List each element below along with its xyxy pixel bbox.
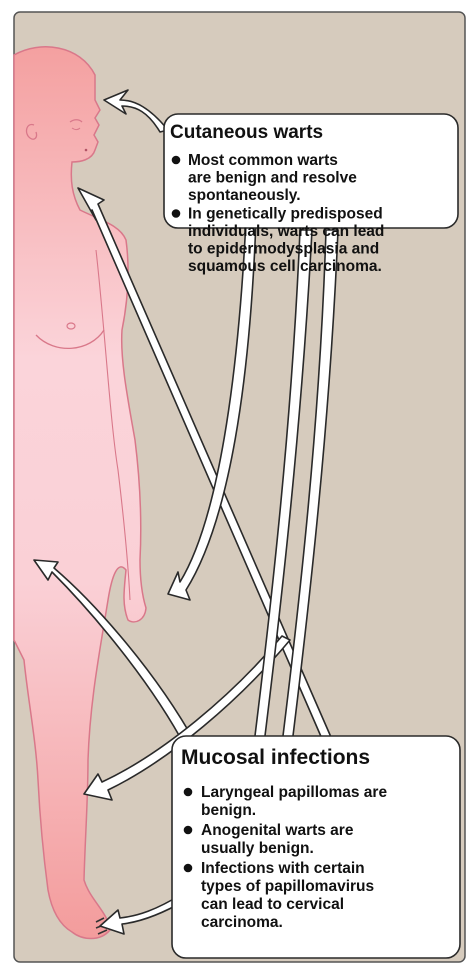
bullet-line: benign. [201,802,256,819]
mucosal-infections-title: Mucosal infections [181,746,370,769]
bullet-line: are benign and resolve [188,170,357,187]
bullet-dot [184,864,193,873]
bullet-line: Infections with certain [201,860,365,877]
bullet-line: individuals, warts can lead [188,223,384,240]
bullet-line: can lead to cervical [201,896,344,913]
bullet-dot [172,209,181,218]
mucosal-infections-box: Mucosal infections Laryngeal papillomas … [172,736,460,958]
bullet-line: carcinoma. [201,914,283,931]
bullet-line: types of papillomavirus [201,878,374,895]
cutaneous-warts-title: Cutaneous warts [170,122,323,143]
bullet-dot [184,788,193,797]
bullet-line: squamous cell carcinoma. [188,258,382,275]
bullet-line: usually benign. [201,840,314,857]
bullet-dot [172,156,181,165]
bullet-line: Most common warts [188,152,338,169]
bullet-line: Laryngeal papillomas are [201,784,387,801]
bullet-line: In genetically predisposed [188,206,383,223]
bullet-line: Anogenital warts are [201,822,354,839]
bullet-dot [184,826,193,835]
bullet-line: spontaneously. [188,187,301,204]
bullet-line: to epidermodysplasia and [188,241,379,258]
